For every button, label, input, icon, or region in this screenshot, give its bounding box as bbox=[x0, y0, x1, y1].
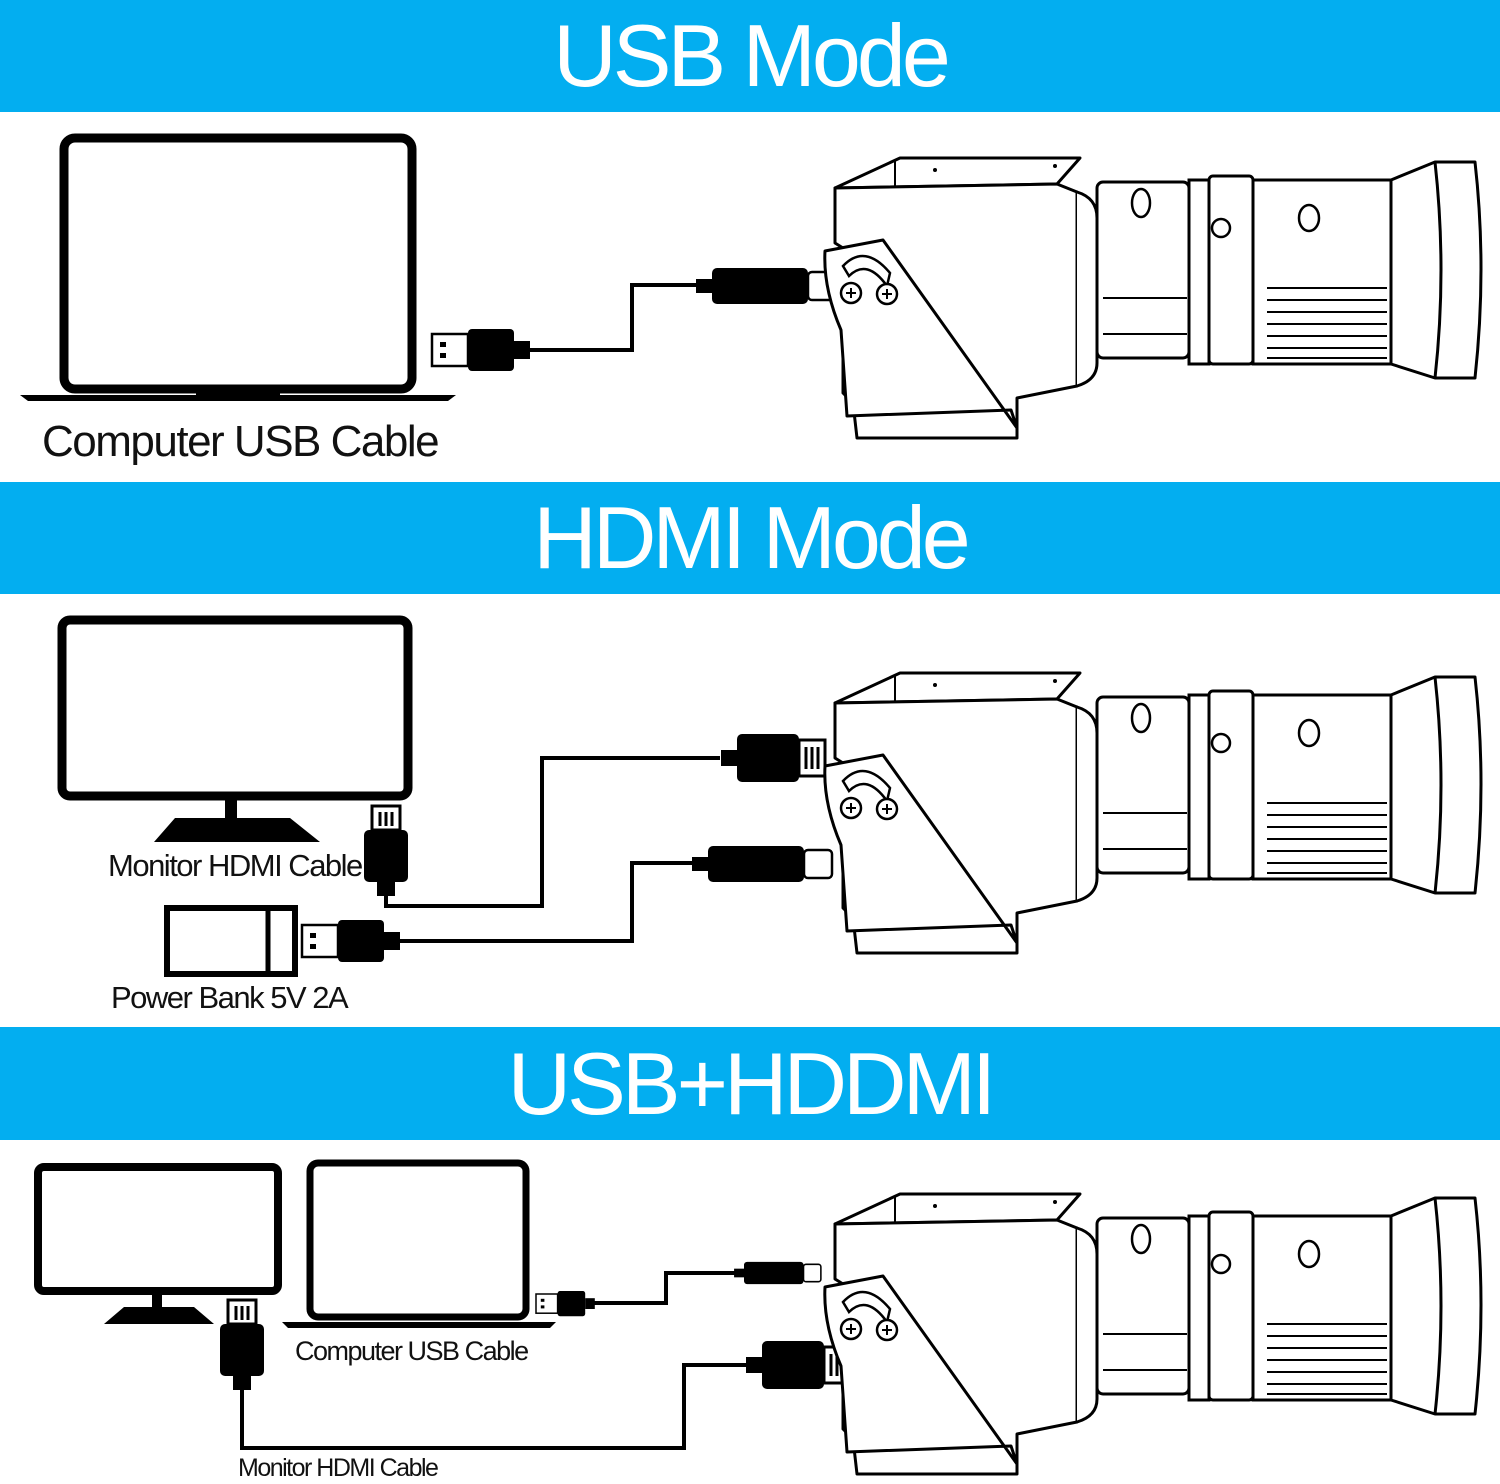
camera-icon bbox=[823, 156, 1483, 440]
usb-hdmi-mode-title: USB+HDDMI bbox=[507, 1033, 997, 1133]
hdmi-cable bbox=[384, 756, 720, 908]
usb-cable bbox=[592, 1271, 740, 1305]
power-bank-label: Power Bank 5V 2A bbox=[111, 980, 349, 1015]
usb-c-plug-icon bbox=[733, 1261, 822, 1285]
camera-icon bbox=[823, 671, 1483, 955]
usb-mode-title: USB Mode bbox=[553, 6, 951, 105]
usb-a-plug-icon bbox=[535, 1290, 596, 1317]
hdmi-mode-banner: HDMI Mode bbox=[0, 482, 1500, 594]
hdmi-mode-title: HDMI Mode bbox=[533, 488, 970, 587]
usb-mode-banner: USB Mode bbox=[0, 0, 1500, 112]
computer-usb-cable-label: Computer USB Cable bbox=[42, 417, 440, 466]
usb-a-plug-icon bbox=[430, 327, 532, 373]
usb-c-plug-icon bbox=[694, 266, 838, 306]
power-bank-icon bbox=[164, 905, 298, 977]
usb-cable bbox=[530, 283, 700, 352]
usb-hdmi-mode-banner: USB+HDDMI bbox=[0, 1027, 1500, 1140]
hdmi-plug-icon bbox=[362, 804, 410, 898]
monitor-icon bbox=[34, 1163, 282, 1324]
monitor-hdmi-cable-label: Monitor HDMI Cable bbox=[238, 1454, 439, 1482]
monitor-icon bbox=[57, 615, 413, 842]
usb-cable bbox=[400, 861, 696, 943]
laptop-icon bbox=[282, 1159, 556, 1328]
monitor-hdmi-cable-label: Monitor HDMI Cable bbox=[108, 848, 363, 883]
usb-c-plug-icon bbox=[690, 844, 834, 884]
hdmi-plug-icon bbox=[218, 1298, 266, 1392]
laptop-icon bbox=[20, 133, 456, 401]
computer-usb-cable-label: Computer USB Cable bbox=[295, 1336, 529, 1366]
hdmi-cable bbox=[240, 1363, 748, 1450]
camera-icon bbox=[823, 1192, 1483, 1476]
hdmi-plug-icon bbox=[719, 732, 827, 784]
usb-a-plug-icon bbox=[300, 918, 402, 964]
